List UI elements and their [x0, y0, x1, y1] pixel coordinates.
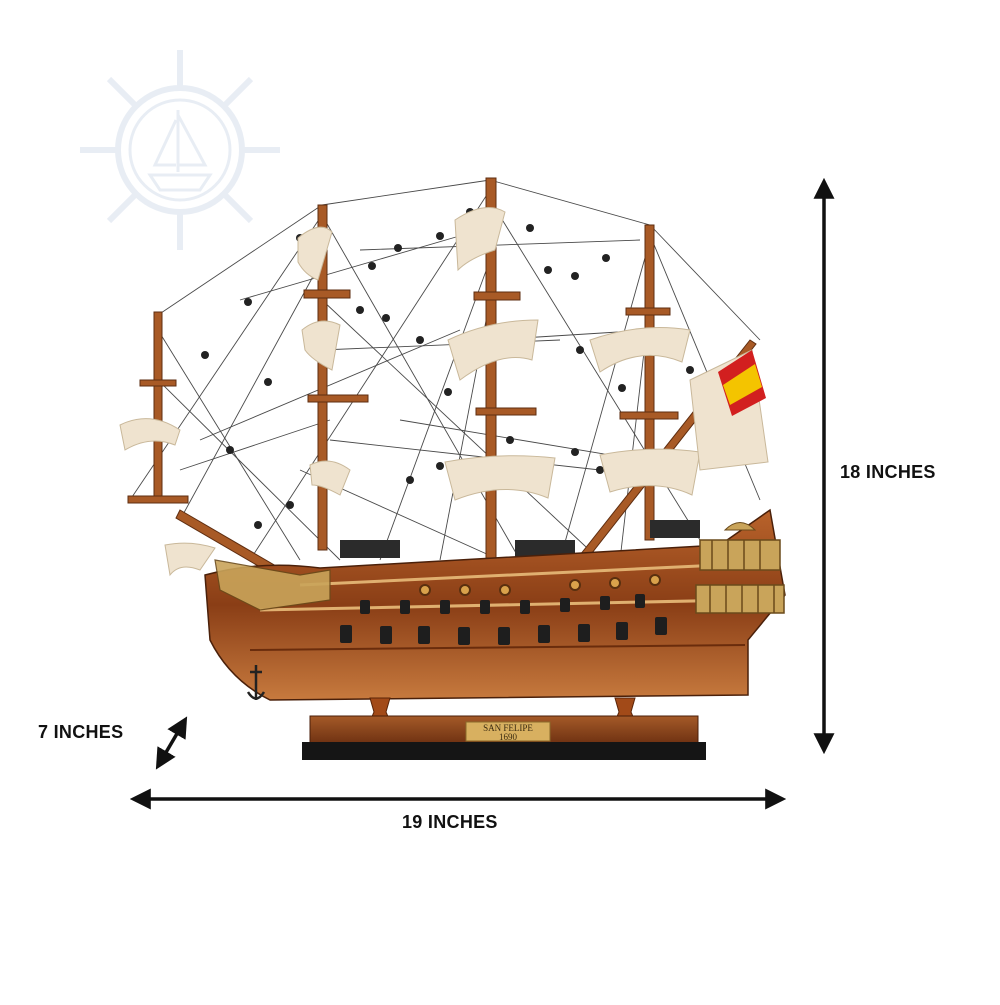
dimension-arrows — [129, 177, 835, 810]
stern-gallery — [695, 522, 785, 614]
depth-label: 7 INCHES — [38, 722, 124, 742]
ship-wheel-icon — [80, 50, 280, 250]
ship-hull — [204, 508, 786, 701]
height-label: 18 INCHES — [840, 462, 936, 482]
plaque-year: 1690 — [499, 732, 518, 742]
rigging-blocks — [201, 208, 694, 529]
depth-arrow — [155, 716, 188, 770]
anchor-icon — [246, 665, 266, 700]
display-stand: SAN FELIPE 1690 — [302, 697, 706, 760]
spanish-flag — [718, 350, 766, 416]
plaque-name: SAN FELIPE — [483, 723, 533, 733]
width-label: 19 INCHES — [402, 812, 498, 832]
sails — [119, 207, 769, 577]
rigging — [129, 179, 761, 561]
